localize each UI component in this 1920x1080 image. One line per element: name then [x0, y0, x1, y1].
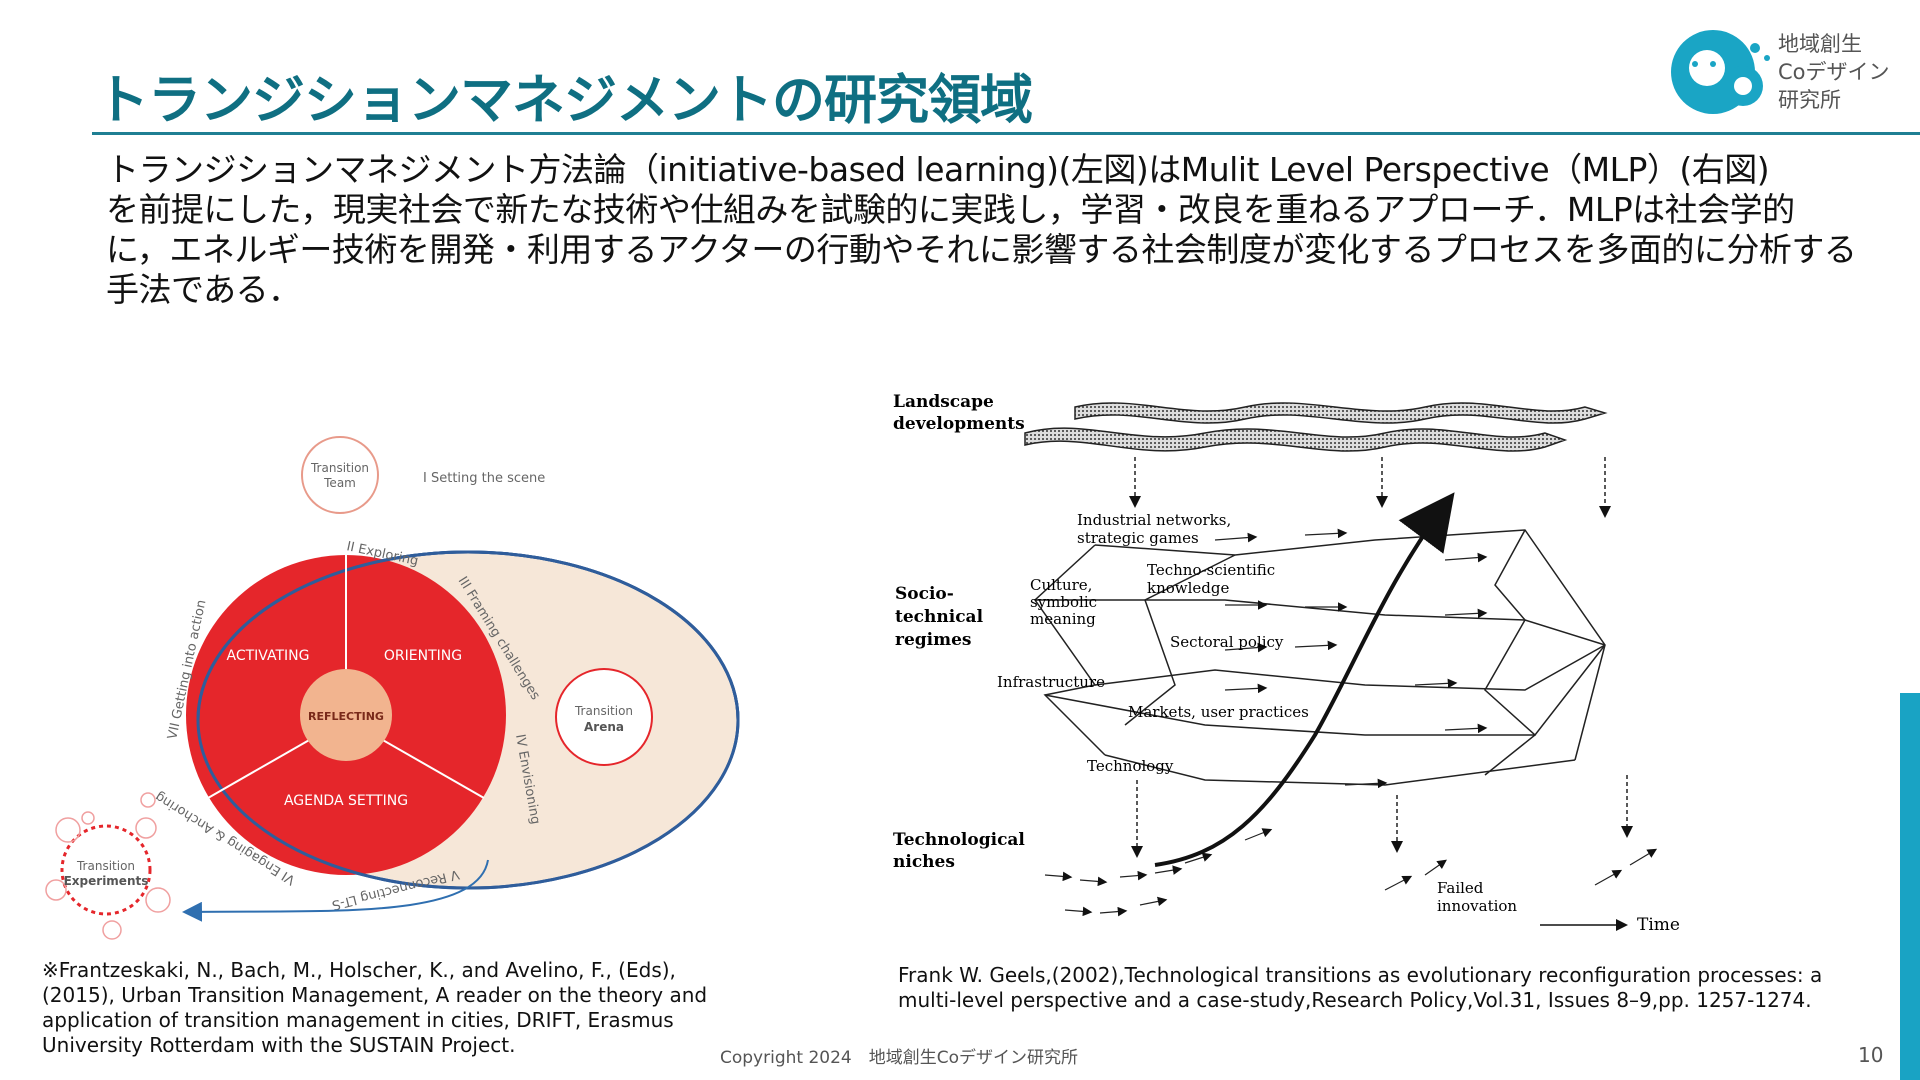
orienting-label: ORIENTING	[384, 648, 462, 664]
body-line: に，エネルギー技術を開発・利用するアクターの行動やそれに影響する社会制度が変化す…	[106, 230, 1857, 269]
page-number: 10	[1858, 1043, 1884, 1067]
logo-line: 研究所	[1778, 88, 1841, 112]
transition-arena-label: Arena	[584, 720, 624, 734]
body-line: トランジションマネジメント方法論（initiative-based learni…	[106, 150, 1770, 189]
citation-line: multi-level perspective and a case-study…	[898, 988, 1812, 1012]
citation-right: Frank W. Geels,(2002),Technological tran…	[898, 963, 1878, 1013]
interaction-arrows	[1129, 457, 1633, 858]
slide-body: トランジションマネジメント方法論（initiative-based learni…	[106, 150, 1857, 310]
activating-label: ACTIVATING	[227, 648, 310, 664]
technology-label: Technology	[1087, 757, 1174, 775]
body-line: 手法である．	[106, 270, 301, 309]
innovation-trajectory	[1154, 492, 1455, 867]
phase-setting-scene: I Setting the scene	[423, 471, 545, 486]
transition-team-label: Transition	[310, 461, 369, 475]
regimes-label: Socio-	[895, 584, 954, 604]
transition-experiments-label: Experiments	[64, 874, 149, 888]
transition-arena-circle	[555, 668, 653, 766]
culture-label: symbolic	[1030, 593, 1097, 611]
regime-flow-arrows	[1214, 528, 1488, 789]
landscape-label: developments	[893, 414, 1025, 434]
citation-line: Frank W. Geels,(2002),Technological tran…	[898, 963, 1823, 987]
agenda-setting-label: AGENDA SETTING	[284, 793, 408, 809]
citation-line: University Rotterdam with the SUSTAIN Pr…	[42, 1033, 516, 1057]
reflecting-label: REFLECTING	[308, 710, 384, 723]
industrial-networks-label: strategic games	[1077, 529, 1199, 547]
niches-label: Technological	[893, 830, 1025, 850]
culture-label: Culture,	[1030, 576, 1092, 594]
regime-network	[1034, 529, 1606, 786]
sectoral-policy-label: Sectoral policy	[1170, 633, 1284, 651]
transition-team-circle	[301, 436, 379, 514]
regimes-label: regimes	[895, 630, 972, 650]
industrial-networks-label: Industrial networks,	[1077, 511, 1231, 529]
time-label: Time	[1637, 915, 1680, 935]
culture-label: meaning	[1030, 610, 1096, 628]
reconnect-arrow	[182, 859, 489, 922]
techno-scientific-label: Techno-scientific	[1147, 561, 1275, 579]
transition-experiments-label: Transition	[76, 859, 135, 873]
infrastructure-label: Infrastructure	[997, 673, 1105, 691]
regimes-label: technical	[895, 607, 984, 627]
logo-line: Coデザイン	[1778, 60, 1890, 84]
body-line: を前提にした，現実社会で新たな技術や仕組みを試験的に実践し，学習・改良を重ねるア…	[106, 190, 1795, 229]
reflecting-center	[300, 669, 392, 761]
logo-line: 地域創生	[1778, 32, 1862, 56]
citation-line: ※Frantzeskaki, N., Bach, M., Holscher, K…	[42, 958, 676, 982]
copyright-text: Copyright 2024 地域創生Coデザイン研究所	[720, 1048, 1079, 1068]
landscape-wave	[1074, 402, 1608, 424]
landscape-wave	[1024, 427, 1568, 452]
cycle-divider	[207, 734, 319, 799]
citation-line: application of transition management in …	[42, 1008, 674, 1032]
slide-title: トランジションマネジメントの研究領域	[96, 70, 1033, 131]
techno-scientific-label: knowledge	[1147, 579, 1229, 597]
niche-arrows	[1044, 828, 1658, 917]
transition-arena-label: Transition	[574, 704, 633, 718]
markets-label: Markets, user practices	[1128, 703, 1309, 721]
landscape-label: Landscape	[893, 392, 994, 412]
title-divider	[92, 132, 1920, 135]
multi-level-perspective-diagram: Landscape developments Socio- technical …	[893, 392, 1680, 935]
transition-management-diagram: Transition Team I Setting the scene REFL…	[45, 436, 740, 940]
accent-side-bar	[1900, 693, 1920, 1080]
niches-label: niches	[893, 852, 955, 872]
citation-left: ※Frantzeskaki, N., Bach, M., Holscher, K…	[42, 958, 762, 1058]
citation-line: (2015), Urban Transition Management, A r…	[42, 983, 708, 1007]
logo-text: 地域創生 Coデザイン 研究所	[1778, 30, 1890, 114]
transition-team-label: Team	[323, 476, 356, 490]
transition-experiments-cluster	[45, 792, 171, 940]
failed-innovation-label: Failed	[1437, 879, 1484, 897]
failed-innovation-label: innovation	[1437, 897, 1517, 915]
institute-logo-icon	[1671, 30, 1770, 114]
cycle-divider	[373, 734, 485, 799]
